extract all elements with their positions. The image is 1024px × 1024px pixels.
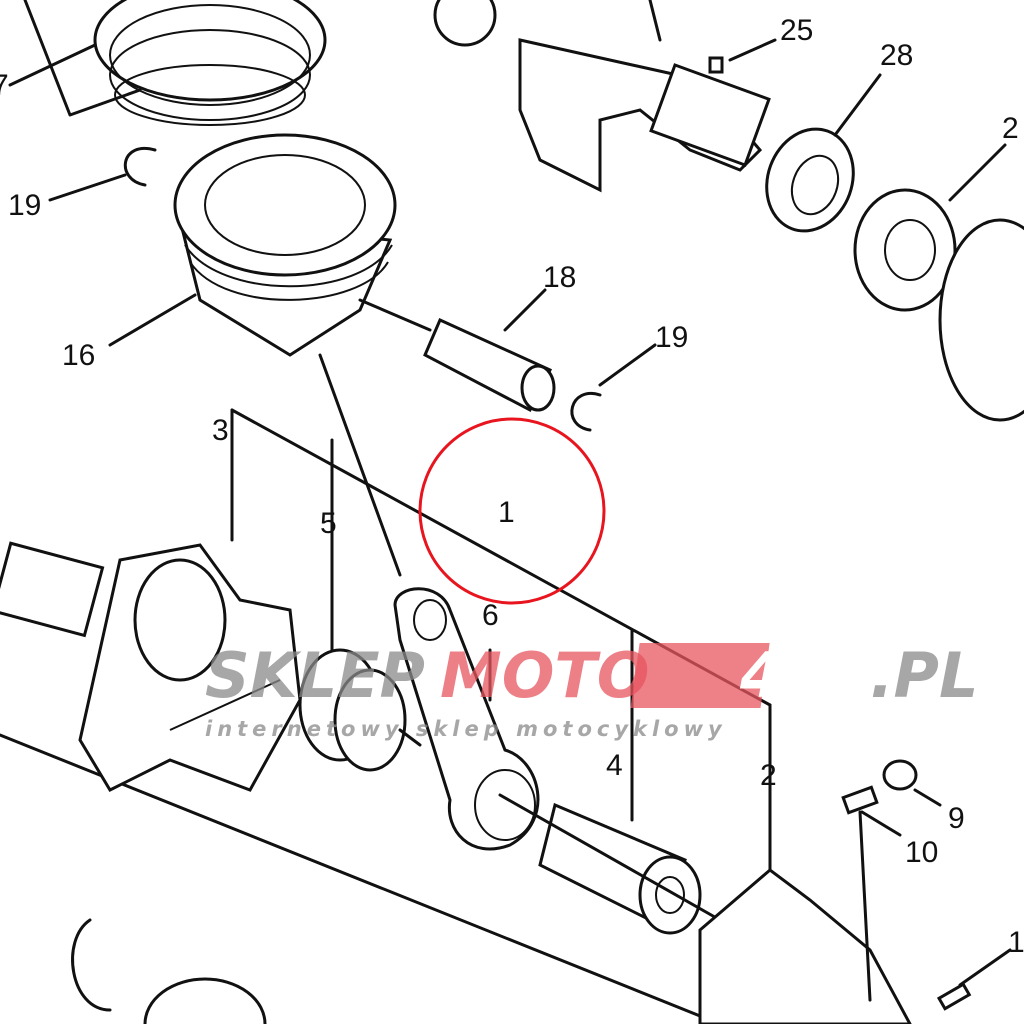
watermark-number: 46 [739, 639, 826, 712]
crank-web-right-part [698, 868, 912, 1024]
callout-25: 25 [780, 14, 813, 47]
connecting-rod-part [393, 587, 540, 851]
piston-lower-part [71, 918, 267, 1024]
pin-part [841, 785, 902, 1002]
piston-pin-part [423, 288, 556, 413]
spring-part [882, 759, 942, 807]
callout-19-left: 19 [8, 189, 41, 222]
callout-5: 5 [320, 507, 337, 540]
callout-9: 9 [948, 802, 965, 835]
callout-19-right: 19 [655, 321, 688, 354]
callout-2-top: 2 [1002, 112, 1019, 145]
callout-1-bottom: 1 [1008, 926, 1024, 959]
watermark-prefix: SKLEP [205, 639, 425, 712]
callout-10: 10 [905, 836, 938, 869]
crankshaft-right-part [433, 0, 771, 193]
watermark-tagline: internetowy sklep motocyklowy [205, 717, 727, 741]
circlip-left-part [123, 146, 157, 187]
callout-4: 4 [606, 749, 623, 782]
callout-2: 2 [760, 759, 777, 792]
piston-rings-part [8, 0, 327, 126]
callout-6: 6 [482, 599, 499, 632]
crank-pin-part [498, 793, 722, 935]
watermark-mid: MOTO [440, 639, 649, 712]
callout-28: 28 [880, 39, 913, 72]
callout-16: 16 [62, 339, 95, 372]
needle-bearing-part [298, 648, 422, 772]
highlight-circle [418, 417, 606, 605]
crankshaft-left-part [0, 541, 302, 792]
bearing-28-part [765, 73, 882, 233]
gear-part [853, 143, 1024, 422]
callout-7: 7 [0, 69, 9, 102]
callout-3: 3 [212, 414, 229, 447]
circlip-right-part [570, 391, 602, 432]
callout-18: 18 [543, 261, 576, 294]
watermark-suffix: .PL [870, 639, 979, 712]
callout-1: 1 [498, 496, 515, 529]
key-part [708, 56, 724, 74]
piston-part [108, 133, 432, 577]
